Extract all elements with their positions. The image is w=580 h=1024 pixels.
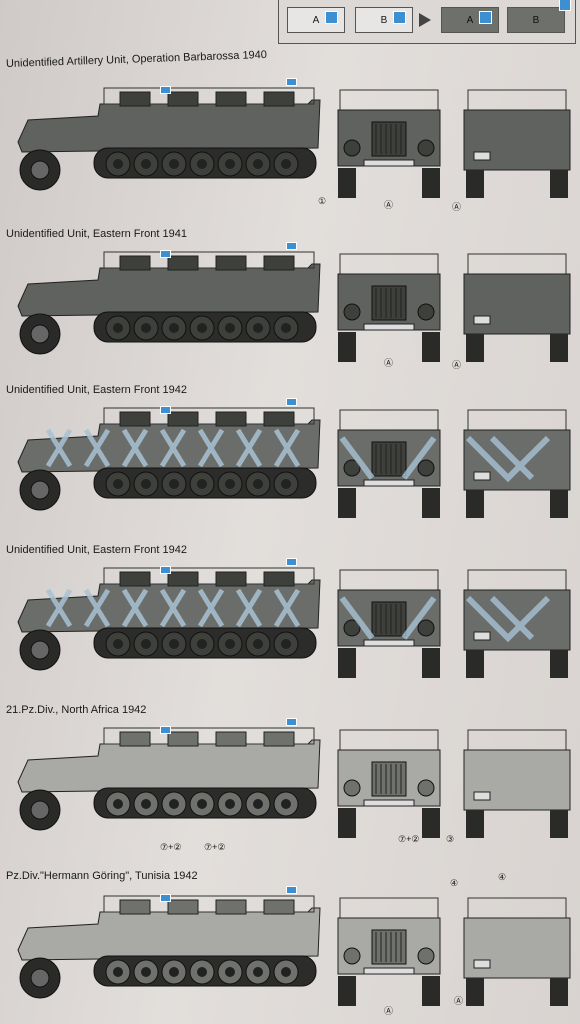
- section-title: Pz.Div."Hermann Göring", Tunisia 1942: [6, 870, 198, 882]
- decal-marker-icon: [286, 718, 297, 726]
- decal-marker-icon: [286, 886, 297, 894]
- decal-marker-icon: [325, 11, 338, 24]
- decal-marker-icon: [286, 558, 297, 566]
- decal-marker-icon: [160, 566, 171, 574]
- vehicle-front-view: [337, 569, 441, 678]
- vehicle-rear-view: [463, 89, 571, 198]
- callout: ⑦+②: [204, 842, 226, 852]
- vehicle-front-view: [337, 89, 441, 198]
- callout: ④: [450, 878, 459, 888]
- decal-marker-icon: [479, 11, 492, 24]
- legend-result-b: B: [507, 7, 565, 33]
- vehicle-front-view: [337, 729, 441, 838]
- callout: ③: [446, 834, 455, 844]
- decal-marker-icon: [160, 250, 171, 258]
- vehicle-side-view: [17, 567, 321, 671]
- callout: ④: [498, 872, 507, 882]
- decal-marker-icon: [286, 398, 297, 406]
- callout: Ⓐ: [384, 200, 394, 210]
- decal-marker-icon: [286, 242, 297, 250]
- decal-legend: A B A B: [278, 0, 576, 44]
- vehicle-front-view: [337, 897, 441, 1006]
- vehicle-rear-view: [463, 253, 571, 362]
- decal-marker-icon: [160, 726, 171, 734]
- decal-marker-icon: [160, 406, 171, 414]
- callout: ⑦+②: [398, 834, 420, 844]
- vehicle-side-view: [17, 87, 321, 191]
- vehicle-rear-view: [463, 409, 571, 518]
- callout: Ⓐ: [384, 358, 394, 368]
- section-title: Unidentified Artillery Unit, Operation B…: [5, 48, 268, 70]
- callout: Ⓐ: [452, 202, 462, 212]
- vehicle-rear-view: [463, 729, 571, 838]
- section-title: Unidentified Unit, Eastern Front 1941: [6, 228, 187, 240]
- decal-marker-icon: [393, 11, 406, 24]
- callout: Ⓐ: [452, 360, 462, 370]
- callout: Ⓐ: [454, 996, 464, 1006]
- callout: ①: [318, 196, 327, 206]
- vehicle-front-view: [337, 253, 441, 362]
- vehicle-side-view: [17, 727, 321, 831]
- decal-marker-icon: [160, 86, 171, 94]
- decal-marker-icon: [286, 78, 297, 86]
- vehicle-rear-view: [463, 897, 571, 1006]
- vehicle-rear-view: [463, 569, 571, 678]
- decal-marker-icon: [559, 0, 571, 11]
- vehicle-side-view: [17, 407, 321, 511]
- vehicle-front-view: [337, 409, 441, 518]
- callout: ⑦+②: [160, 842, 182, 852]
- arrow-right-icon: [419, 13, 431, 27]
- decal-marker-icon: [160, 894, 171, 902]
- section-title: Unidentified Unit, Eastern Front 1942: [6, 384, 187, 396]
- section-title: Unidentified Unit, Eastern Front 1942: [6, 544, 187, 556]
- section-title: 21.Pz.Div., North Africa 1942: [6, 704, 147, 716]
- vehicle-side-view: [17, 895, 321, 999]
- callout: Ⓐ: [384, 1006, 394, 1016]
- vehicle-side-view: [17, 251, 321, 355]
